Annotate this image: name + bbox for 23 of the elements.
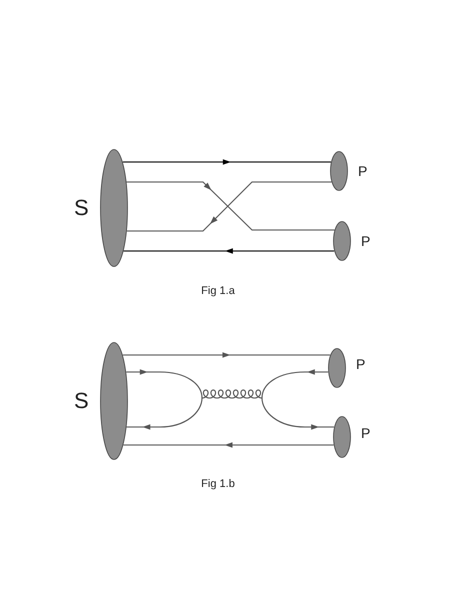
ellipse-shape <box>333 221 351 261</box>
ellipse-shape <box>100 342 128 460</box>
figure-caption: Fig 1.a <box>201 285 235 297</box>
figure-caption: Fig 1.b <box>201 478 235 490</box>
ellipse-shape <box>100 149 128 267</box>
particle-label: S <box>74 197 89 219</box>
coil-line <box>202 389 262 399</box>
ellipse-shape <box>333 416 351 458</box>
ellipse-shape <box>328 348 346 388</box>
arrow <box>122 352 330 358</box>
arrow <box>261 398 334 430</box>
arrow <box>123 442 334 448</box>
arrow <box>126 398 203 430</box>
particle-label: P <box>358 164 368 178</box>
ellipse-shape <box>330 151 348 191</box>
arrow <box>261 369 328 398</box>
particle-label: P <box>356 357 366 371</box>
arrow <box>122 159 331 165</box>
particle-label: P <box>361 234 370 248</box>
particle-label: P <box>361 426 370 440</box>
arrow <box>124 248 334 254</box>
arrow <box>126 369 203 398</box>
particle-label: S <box>74 390 89 412</box>
